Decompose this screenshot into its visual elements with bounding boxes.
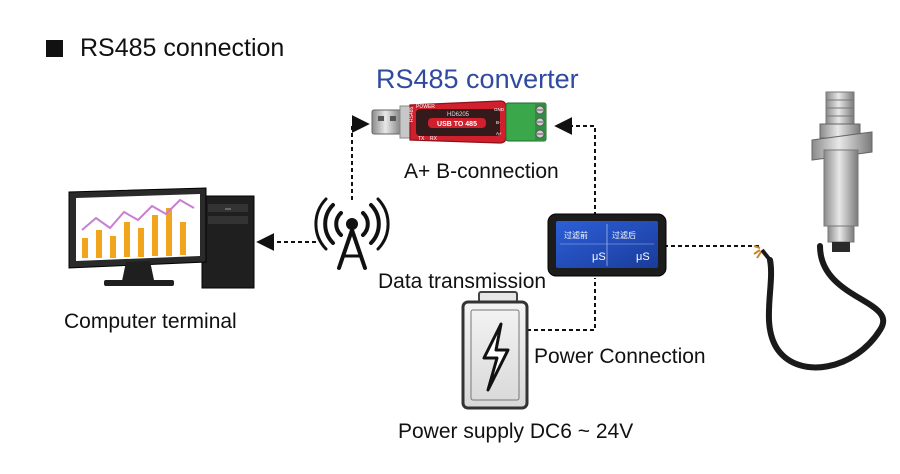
square-bullet-icon [46, 40, 63, 57]
converter-model-label: HD6205 [447, 112, 470, 118]
sensor-cable [765, 243, 886, 371]
display-left-unit: μS [592, 251, 606, 263]
section-heading: RS485 connection [46, 34, 284, 63]
power-connection-line [527, 278, 596, 331]
connection-lines [256, 115, 760, 331]
data-transmission-label: Data transmission [378, 270, 547, 293]
power-supply-label: Power supply DC6 ~ 24V [398, 420, 634, 443]
display-right-unit: μS [636, 251, 650, 263]
monitor-line [81, 198, 195, 231]
converter-a-label: A+ [496, 131, 502, 136]
antenna-icon [314, 197, 390, 270]
monitor-base [104, 280, 174, 286]
display-module: 过滤前 过滤后 μS μS [547, 213, 667, 277]
converter-gnd-label: GND [494, 107, 505, 112]
power-connection-label: Power Connection [534, 345, 706, 368]
display-left-label: 过滤前 [564, 230, 588, 240]
ab-connection-label: A+ B-connection [404, 160, 559, 183]
computer-terminal [68, 187, 255, 289]
converter-usb-label: USB TO 485 [437, 121, 477, 128]
monitor-bars [82, 208, 186, 258]
usb-link-line [351, 115, 370, 200]
converter-rx-label: RX [430, 136, 438, 142]
converter-power-label: POWER [416, 104, 435, 110]
sensor-body [823, 149, 859, 227]
converter-side-label: RS485 [409, 106, 415, 122]
battery-icon [461, 291, 529, 410]
lightning-icon [482, 322, 510, 392]
ab-connection-line [554, 117, 596, 216]
computer-terminal-label: Computer terminal [64, 310, 237, 333]
conductivity-sensor [753, 91, 886, 371]
monitor-stand [122, 261, 154, 281]
display-right-label: 过滤后 [612, 230, 636, 240]
converter-b-label: B- [496, 120, 501, 125]
converter-tx-label: TX [418, 136, 425, 142]
converter-title: RS485 converter [376, 64, 579, 94]
usb-plug [371, 109, 403, 135]
rs485-converter: POWER HD6205 USB TO 485 RS485 TX RX GND … [371, 100, 547, 144]
section-title: RS485 connection [80, 34, 285, 62]
